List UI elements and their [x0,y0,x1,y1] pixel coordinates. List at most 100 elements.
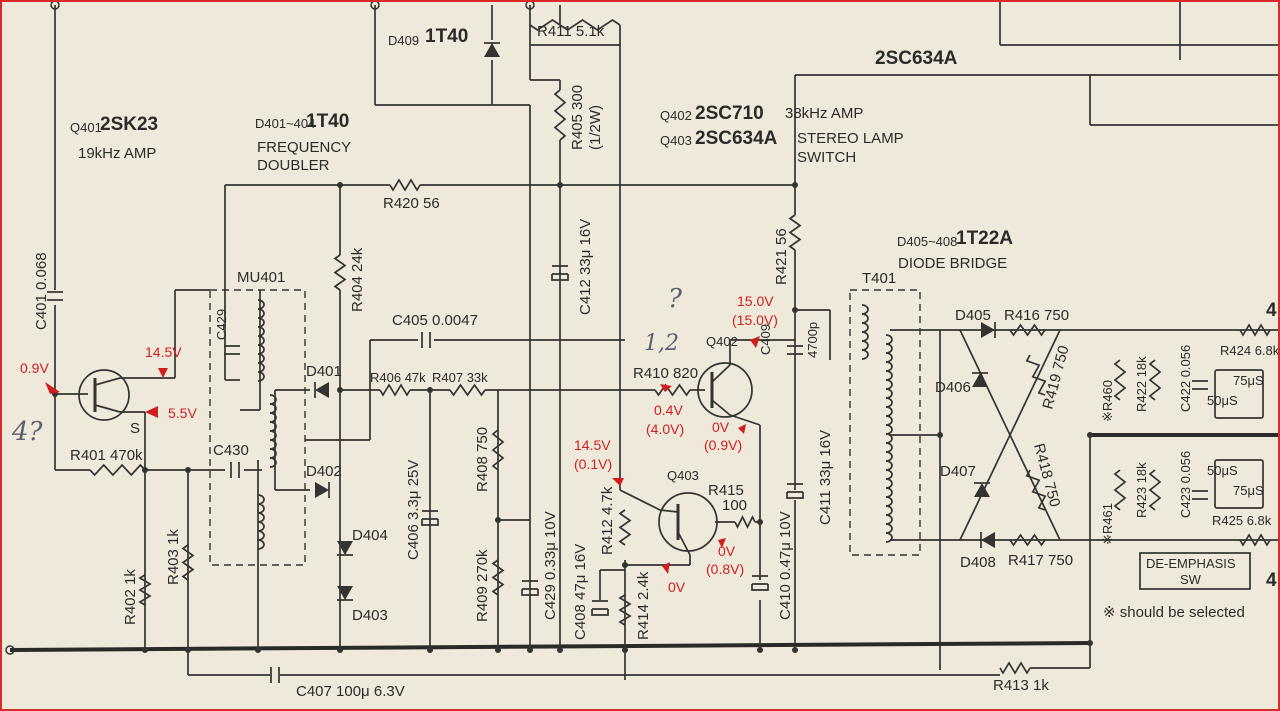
r407-label: R407 33k [432,370,488,385]
q402-function: 38kHz AMP [785,105,863,122]
c429-symbol [224,345,240,355]
voltage-q403-base: 0V [718,543,736,559]
r405-label: R405 300 [569,85,586,150]
d406-symbol [972,373,988,387]
r422-label: R422 18k [1134,356,1149,412]
r416-label: R416 750 [1004,307,1069,324]
mu401-secondary-coil [269,394,277,468]
mu401-tank-coil [257,494,265,550]
voltage-q401-source: 5.5V [168,405,197,421]
voltage-q402-emitter: 0V [712,419,730,435]
voltage-q402-base-alt: (4.0V) [646,421,684,437]
de-emphasis-sw-label: SW [1180,572,1202,587]
c408-label: C408 47μ 16V [572,544,589,640]
handwritten-mark-c: 1,2 [644,331,679,356]
de-emphasis-label: DE-EMPHASIS [1146,556,1236,571]
voltage-q401-drain: 14.5V [145,344,182,360]
d405-symbol [981,322,995,338]
r410-symbol [654,383,691,397]
d409-ref: D409 [388,33,419,48]
c430-label: C430 [213,442,249,459]
right-edge-mark-a: 4 [1266,300,1277,321]
d408-symbol [981,532,995,548]
r405-watt-label: (1/2W) [587,105,604,150]
de-emphasis-switch: 75μS 50μS 50μS 75μS DE-EMPHASIS SW [1139,369,1264,590]
q403-symbol-ref: Q403 [667,468,699,483]
c406-symbol [421,510,439,526]
c423-symbol [1192,490,1208,500]
r424-symbol [1239,323,1271,337]
r411-label: R411 5.1k [537,23,605,40]
c410-symbol [751,575,769,591]
d405-label: D405 [955,307,991,324]
c405-label: C405 0.0047 [392,312,478,329]
c407-symbol [270,667,280,683]
c430-symbol [230,462,240,478]
r417-symbol [1009,533,1046,547]
right-edge-mark-b: 4 [1266,570,1277,591]
q402-symbol-ref: Q402 [706,334,738,349]
t401-label: T401 [862,270,896,287]
r403-label: R403 1k [165,529,182,585]
r406-symbol [379,383,411,397]
r411-symbol [529,18,621,32]
d401-404-func-1: FREQUENCY [257,139,351,156]
q401-function: 19kHz AMP [78,145,156,162]
r403-symbol [181,544,195,581]
d407-symbol [974,483,990,497]
voltage-q402-base: 0.4V [654,402,683,418]
d405-408-function: DIODE BRIDGE [898,255,1007,272]
voltage-q402-emitter-alt: (0.9V) [704,437,742,453]
switch-75us-top: 75μS [1233,373,1264,388]
r417-label: R417 750 [1008,552,1073,569]
r415-label: R415 [708,482,744,499]
r421-symbol [788,214,802,251]
d401-label: D401 [306,363,342,380]
r422-symbol [1148,359,1162,401]
r419-label: R419 750 [1039,344,1072,411]
component-symbols [89,18,1271,683]
r404-label: R404 24k [349,247,366,312]
r424-label: R424 6.8k [1220,343,1280,358]
r419-symbol [1025,354,1047,396]
d401-404-func-2: DOUBLER [257,157,330,174]
c411-label: C411 33μ 16V [817,430,834,525]
r418-symbol [1025,469,1047,511]
r420-symbol [389,178,421,192]
c409-symbol [787,345,803,355]
r420-label: R420 56 [383,195,440,212]
r412-symbol [618,509,632,546]
q402-part: 2SC710 [695,103,764,124]
d401-404-part: 1T40 [306,111,349,132]
q401-source-pin: S [130,420,140,437]
r402-label: R402 1k [122,569,139,625]
r406-label: R406 47k [370,370,426,385]
mu401-module-outline [209,289,306,566]
d404-label: D404 [352,527,388,544]
r413-symbol [999,661,1031,675]
c411-symbol [786,483,804,499]
r416-symbol [1009,323,1046,337]
r423-symbol [1148,469,1162,511]
t401-primary-coil [861,304,869,360]
voltage-q402-collector: 15.0V [737,293,774,309]
voltage-q403-collector: 14.5V [574,437,611,453]
d405-408-ref: D405~408 [897,234,957,249]
c409-value: 4700p [805,322,820,358]
switch-50us-top: 50μS [1207,393,1238,408]
q402-ref: Q402 [660,108,692,123]
r423-label: R423 18k [1134,462,1149,518]
voltage-q403-base-alt: (0.8V) [706,561,744,577]
r414-symbol [618,594,632,626]
d402-symbol [315,482,329,498]
q403-transistor-symbol [658,492,718,556]
c405-symbol [421,332,431,348]
d404-symbol [337,541,353,555]
d408-label: D408 [960,554,996,571]
q403-function-1: STEREO LAMP [797,130,904,147]
t401-secondary-coil [885,334,893,543]
selection-note: ※ should be selected [1103,604,1245,621]
r401-symbol [89,463,146,477]
q403-function-2: SWITCH [797,149,856,166]
